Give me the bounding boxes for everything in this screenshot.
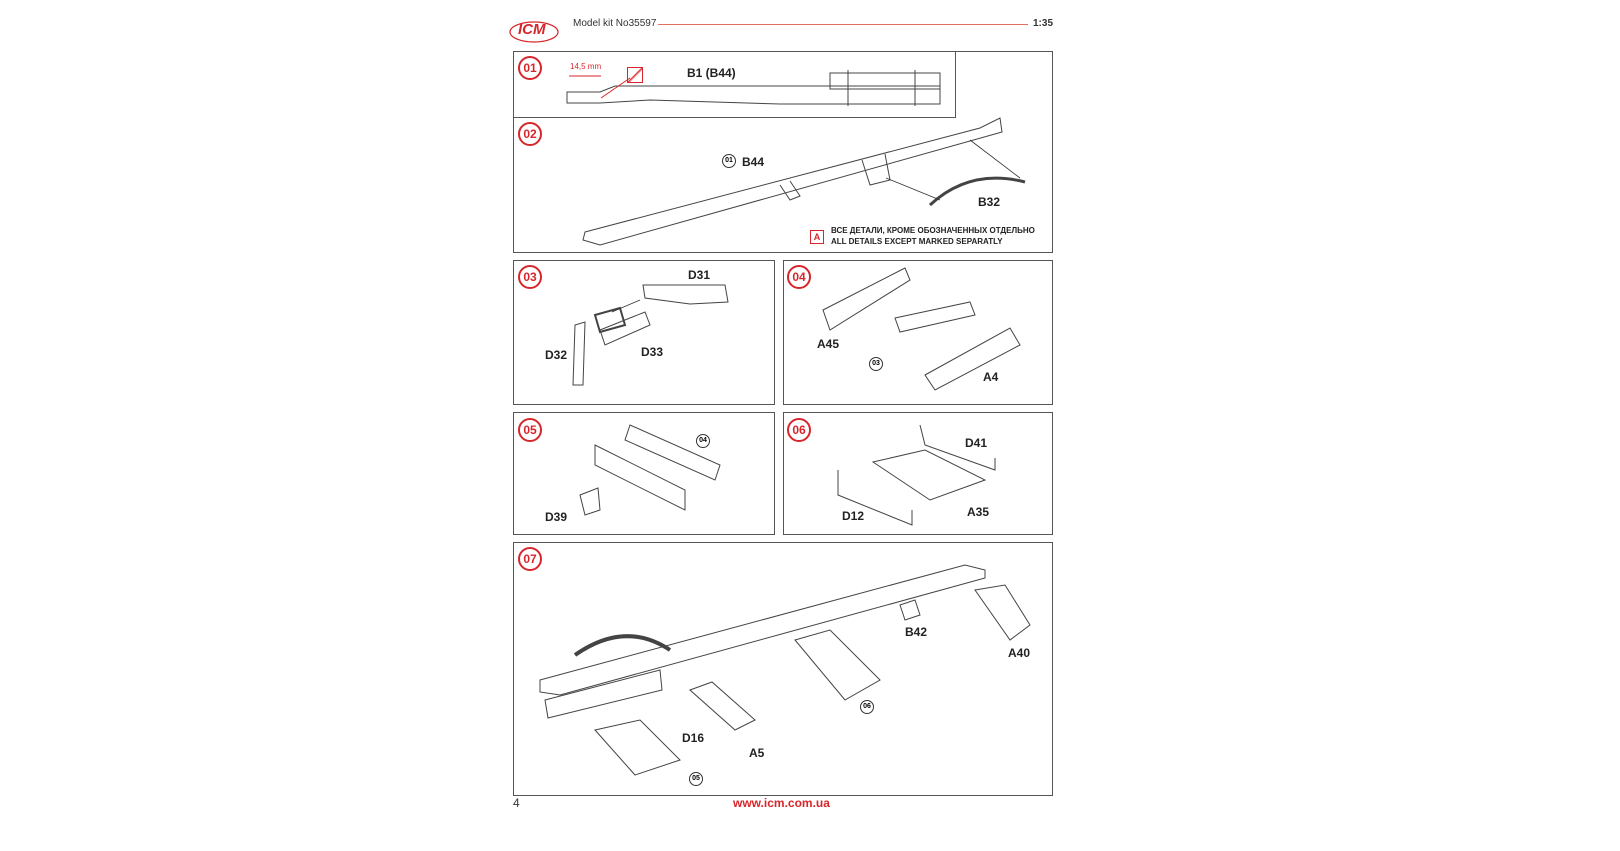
logo-ellipse-icon — [509, 21, 559, 43]
step-ref-05: 05 — [689, 772, 703, 786]
note-ru: ВСЕ ДЕТАЛИ, КРОМЕ ОБОЗНАЧЕННЫХ ОТДЕЛЬНО — [831, 226, 1035, 235]
step-number-03: 03 — [518, 265, 542, 289]
step-06-parts — [837, 424, 996, 526]
step-number-05: 05 — [518, 418, 542, 442]
part-label-d33: D33 — [641, 345, 664, 359]
step-04-parts — [822, 267, 1021, 391]
part-label-d31: D31 — [688, 268, 711, 282]
step-number-06: 06 — [787, 418, 811, 442]
step-number-02: 02 — [518, 122, 542, 146]
part-label-d16: D16 — [682, 731, 705, 745]
part-label-d39: D39 — [545, 510, 568, 524]
step-04-panel — [783, 260, 1053, 405]
page-number: 4 — [513, 796, 520, 810]
icm-logo: ICM — [508, 18, 559, 46]
step-ref-01: 01 — [722, 154, 736, 168]
part-label-d32: D32 — [545, 348, 568, 362]
website-link[interactable]: www.icm.com.ua — [733, 796, 830, 810]
step-05-parts — [579, 424, 721, 516]
note-en: ALL DETAILS EXCEPT MARKED SEPARATLY — [831, 237, 1003, 246]
frame-rail-b1 — [566, 70, 941, 106]
step-ref-04: 04 — [696, 434, 710, 448]
cut-pointer — [600, 77, 631, 99]
step-ref-06: 06 — [860, 700, 874, 714]
cut-icon — [627, 67, 643, 83]
part-label-a4: A4 — [983, 370, 999, 384]
step-number-01: 01 — [518, 56, 542, 80]
step-05-panel — [513, 412, 775, 535]
dimension-label: 14,5 mm — [570, 62, 602, 71]
part-label-b32: B32 — [978, 195, 1001, 209]
part-label-d41: D41 — [965, 436, 988, 450]
model-kit-number: Model kit No35597 — [573, 18, 657, 29]
part-label-a5: A5 — [749, 746, 765, 760]
note-badge: A — [810, 230, 824, 244]
frame-rail-b44 — [582, 117, 1026, 246]
step-number-04: 04 — [787, 265, 811, 289]
part-label-b42: B42 — [905, 625, 928, 639]
step-number-07: 07 — [518, 547, 542, 571]
part-label-a40: A40 — [1008, 646, 1031, 660]
step-03-panel — [513, 260, 775, 405]
logo-text: ICM — [518, 21, 546, 38]
part-label-a35: A35 — [967, 505, 990, 519]
part-label-b44: B44 — [742, 155, 765, 169]
part-label-a45: A45 — [817, 337, 840, 351]
step-01-panel — [513, 51, 956, 118]
step-06-panel — [783, 412, 1053, 535]
step-07-parts — [539, 564, 1031, 776]
part-label-d12: D12 — [842, 509, 865, 523]
step-ref-03: 03 — [869, 357, 883, 371]
header-rule — [658, 24, 1028, 25]
scale: 1:35 — [1033, 18, 1054, 29]
part-label-b1: B1 (B44) — [687, 66, 736, 80]
step-03-parts — [572, 284, 729, 386]
step-07-panel — [513, 542, 1053, 796]
